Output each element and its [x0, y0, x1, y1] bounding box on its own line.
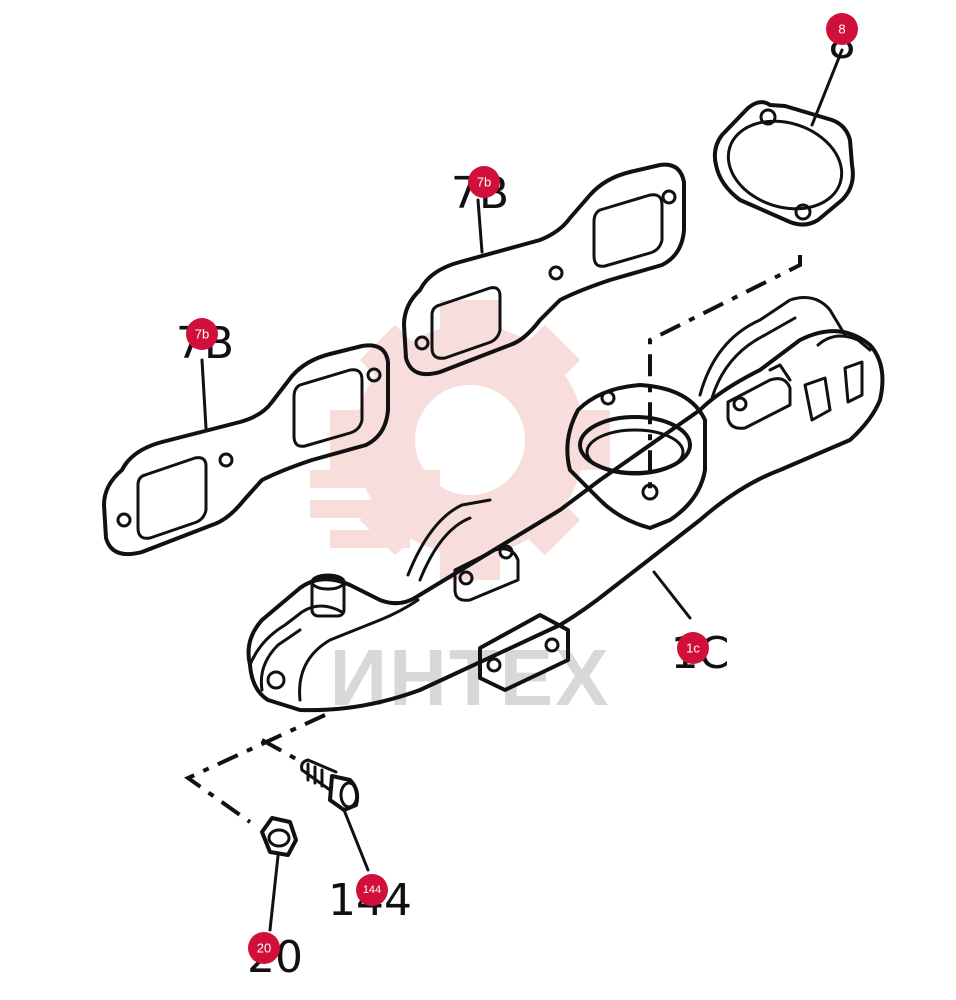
- callout-badges[interactable]: 8 7b 7b 1c 144 20: [186, 13, 858, 964]
- svg-text:8: 8: [838, 22, 845, 37]
- svg-text:144: 144: [363, 884, 381, 896]
- watermark-logo: [310, 300, 610, 580]
- gasket-7b-upper: [402, 162, 686, 377]
- bolt-144: [300, 758, 370, 872]
- gear-hole-icon: [415, 385, 525, 495]
- callout-144[interactable]: 144: [356, 874, 388, 906]
- svg-text:7b: 7b: [477, 175, 491, 190]
- centerlines: [184, 255, 802, 824]
- nut-20: [260, 816, 298, 932]
- svg-text:7b: 7b: [195, 327, 209, 342]
- callout-20[interactable]: 20: [248, 932, 280, 964]
- callout-1c[interactable]: 1c: [677, 632, 709, 664]
- callout-7b-upper[interactable]: 7b: [468, 166, 500, 198]
- watermark-text: ИНТЕХ: [330, 633, 611, 722]
- callout-8[interactable]: 8: [826, 13, 858, 45]
- callout-7b-lower[interactable]: 7b: [186, 318, 218, 350]
- gasket-8: [712, 48, 855, 227]
- exhaust-manifold-1c: [246, 296, 885, 713]
- gasket-7b-lower: [102, 343, 390, 557]
- wrench-stripes-icon: [310, 470, 440, 548]
- svg-text:20: 20: [257, 941, 271, 956]
- svg-text:1c: 1c: [686, 641, 700, 656]
